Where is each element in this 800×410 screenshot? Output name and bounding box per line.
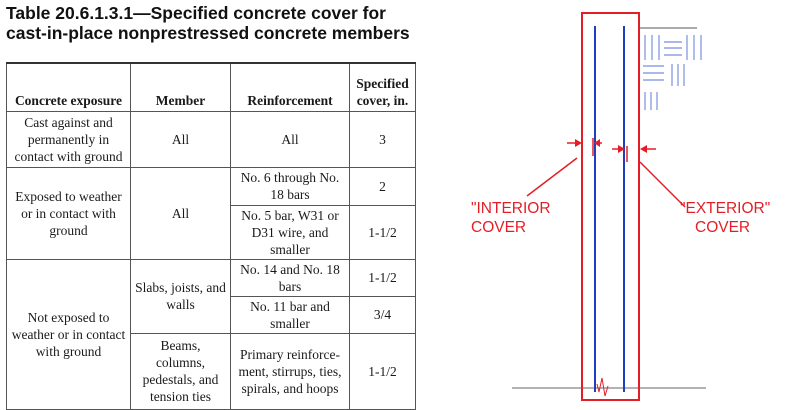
table-row: Exposed to weather or in contact with gr… <box>6 166 416 260</box>
cell-exposure: Exposed to weather or in contact with gr… <box>6 166 131 260</box>
cell-member: All <box>130 166 231 260</box>
header-member: Member <box>130 62 231 112</box>
concrete-cover-diagram: "INTERIOR COVER "EXTERIOR" COVER <box>471 12 770 401</box>
wall-outline <box>581 12 640 401</box>
interior-leader-line <box>526 157 578 197</box>
concrete-cover-table: Concrete exposure Member Reinforcement S… <box>6 62 416 410</box>
header-concrete-exposure: Concrete exposure <box>6 62 131 112</box>
table-title: Table 20.6.1.3.1—Specified concrete cove… <box>6 3 426 43</box>
cell-member: Beams, columns, pedestals, and tension t… <box>130 332 231 410</box>
cell-reinforcement: Primary reinforce-ment, stirrups, ties, … <box>230 332 350 410</box>
cell-reinforcement: No. 6 through No. 18 bars <box>230 166 350 206</box>
hatch-pattern <box>643 35 702 110</box>
cell-reinforcement: No. 5 bar, W31 or D31 wire, and smaller <box>230 204 350 260</box>
cell-reinforcement: No. 11 bar and smaller <box>230 295 350 334</box>
table-row: Not exposed to weather or in contact wit… <box>6 258 416 410</box>
table-row: Cast against and permanently in contact … <box>6 110 416 168</box>
cell-exposure: Cast against and permanently in contact … <box>6 110 131 168</box>
header-specified-cover: Specified cover, in. <box>349 62 416 112</box>
interior-cover-label-line2: COVER <box>471 219 526 236</box>
break-mark <box>596 377 609 397</box>
cell-reinforcement: No. 14 and No. 18 bars <box>230 258 350 297</box>
exterior-leader-line <box>639 161 686 208</box>
cell-cover: 3 <box>349 110 416 168</box>
cell-cover: 1-1/2 <box>349 332 416 410</box>
cell-cover: 1-1/2 <box>349 204 416 260</box>
table-row: No. 5 bar, W31 or D31 wire, and smaller … <box>7 204 416 260</box>
interior-arrow-left-icon <box>575 139 582 147</box>
cell-member: All <box>130 110 231 168</box>
exterior-arrow-right-icon <box>640 145 647 153</box>
cell-member: Slabs, joists, and walls <box>130 258 231 334</box>
table-header-row: Concrete exposure Member Reinforcement S… <box>6 62 416 112</box>
header-reinforcement: Reinforcement <box>230 62 350 112</box>
table-row: No. 11 bar and smaller 3/4 <box>7 295 416 334</box>
table-title-line2: cast-in-place nonprestressed concrete me… <box>6 23 410 43</box>
exterior-cover-label-line2: COVER <box>695 219 750 236</box>
exterior-arrow-left-icon <box>618 145 625 153</box>
cell-cover: 3/4 <box>349 295 416 334</box>
cell-cover: 1-1/2 <box>349 258 416 297</box>
cell-cover: 2 <box>349 166 416 206</box>
interior-cover-label-line1: "INTERIOR <box>471 200 551 217</box>
cell-exposure: Not exposed to weather or in contact wit… <box>6 258 131 410</box>
interior-arrow-right-icon <box>594 139 600 147</box>
cell-reinforcement: All <box>230 110 350 168</box>
table-title-line1: Table 20.6.1.3.1—Specified concrete cove… <box>6 3 386 23</box>
exterior-cover-label-line1: "EXTERIOR" <box>680 200 770 217</box>
